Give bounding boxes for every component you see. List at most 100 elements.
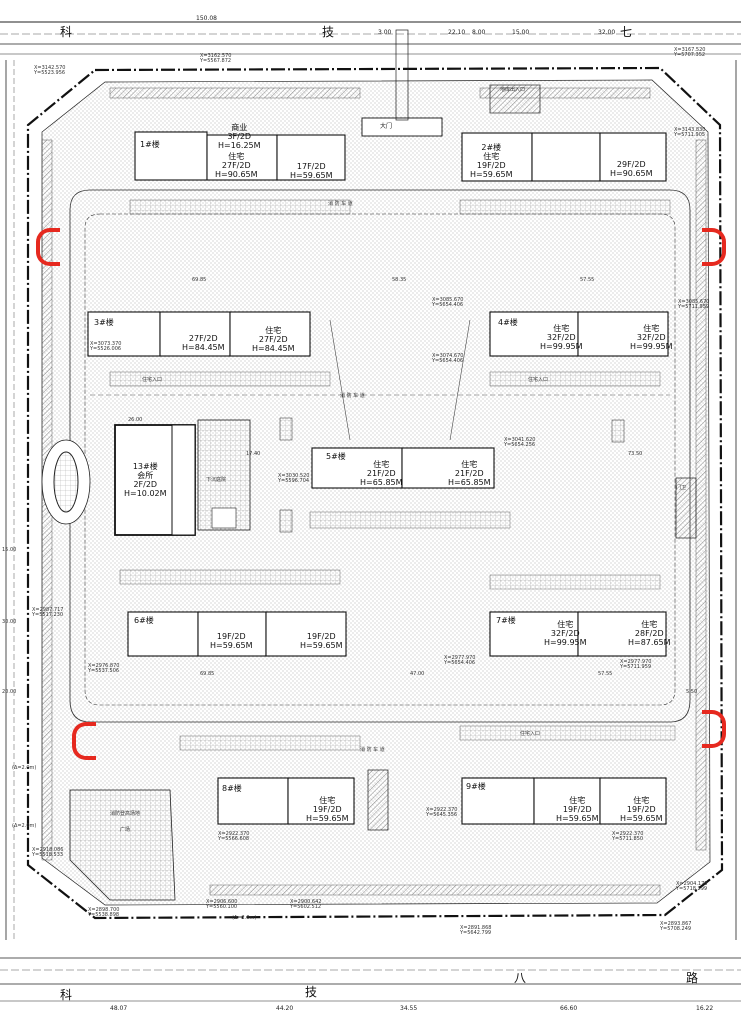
dimension-label: 57.55	[598, 671, 613, 677]
fire-lane-label-bottom: 消 防 车 道	[360, 747, 385, 753]
dimension-label: 69.85	[192, 277, 207, 283]
entrance-label: 住宅入口	[520, 731, 541, 737]
red-bracket-marker	[702, 710, 726, 748]
building-row-1	[134, 131, 667, 182]
left-road	[5, 60, 15, 940]
bottom-dim-5: 16.22	[696, 1005, 714, 1012]
top-dim-2: 3.00	[378, 29, 392, 36]
dimension-label: 58.35	[392, 277, 407, 283]
road-bottom-char-3: 八	[514, 971, 527, 985]
building-row-2	[87, 311, 669, 357]
red-bracket-marker	[72, 722, 96, 760]
building-label: 4#楼	[498, 318, 518, 327]
dimension-label: 69.85	[200, 671, 215, 677]
road-bottom-char-2: 技	[305, 985, 318, 999]
road-top-char-2: 技	[322, 25, 335, 39]
site-boundary	[26, 66, 724, 920]
dimension-label: 57.55	[580, 277, 595, 283]
dimension-label: 47.00	[410, 671, 425, 677]
red-bracket-marker	[36, 228, 60, 266]
plaza-area-label: 广场	[120, 827, 131, 833]
parking-strips	[109, 199, 676, 751]
diagonal-path-left	[329, 319, 351, 441]
building-label: 3#楼	[94, 318, 114, 327]
ramp-label: 地库出入口	[500, 87, 526, 93]
top-road	[0, 21, 741, 55]
building-row-3	[311, 447, 495, 489]
building-row-5	[217, 777, 667, 825]
top-dim-5: 15.00	[512, 29, 530, 36]
lower-left-plaza	[69, 789, 176, 901]
bottom-dim-1: 48.07	[110, 1005, 128, 1012]
dimension-label: 17.40	[246, 451, 261, 457]
dimension-label: 15.00	[2, 547, 17, 553]
elevation-label: (Δ=2.0m)	[232, 915, 257, 921]
road-top-char-3: 七	[620, 25, 633, 39]
dimension-label: 26.00	[128, 417, 143, 423]
fire-lane-label-mid: 消 防 车 道	[340, 393, 365, 399]
entrance-label: 住宅入口	[142, 377, 163, 383]
fire-lane-ring-inner	[84, 213, 676, 706]
elevation-label: (Δ=2.0m)	[12, 765, 37, 771]
clubhouse	[114, 419, 251, 536]
bottom-dim-2: 44.20	[276, 1005, 294, 1012]
elevation-label: (Δ=2.0m)	[12, 823, 37, 829]
diagonal-path-right	[449, 319, 471, 441]
entrance-label: 住宅入口	[528, 377, 549, 383]
top-dim-4: 8.00	[472, 29, 486, 36]
road-top-char-1: 科	[60, 25, 73, 39]
building-label: 8#楼	[222, 784, 242, 793]
top-dim-3: 22.10	[448, 29, 466, 36]
landscape-tiles	[279, 417, 625, 533]
dimension-label: 5.50	[686, 689, 698, 695]
dimension-label: 30.00	[2, 619, 17, 625]
building-label: 1#楼	[140, 140, 160, 149]
building-label: 7#楼	[496, 616, 516, 625]
building-label: 5#楼	[326, 452, 346, 461]
main-gate	[361, 29, 697, 831]
dimension-label: 20.00	[2, 689, 17, 695]
gate-label: 大门	[380, 123, 393, 130]
building-label: 9#楼	[466, 782, 486, 791]
top-dim-1: 150.08	[196, 15, 217, 22]
fire-lane-ring	[69, 189, 691, 723]
oval-feature	[41, 439, 91, 525]
top-dim-6: 32.00	[598, 29, 616, 36]
